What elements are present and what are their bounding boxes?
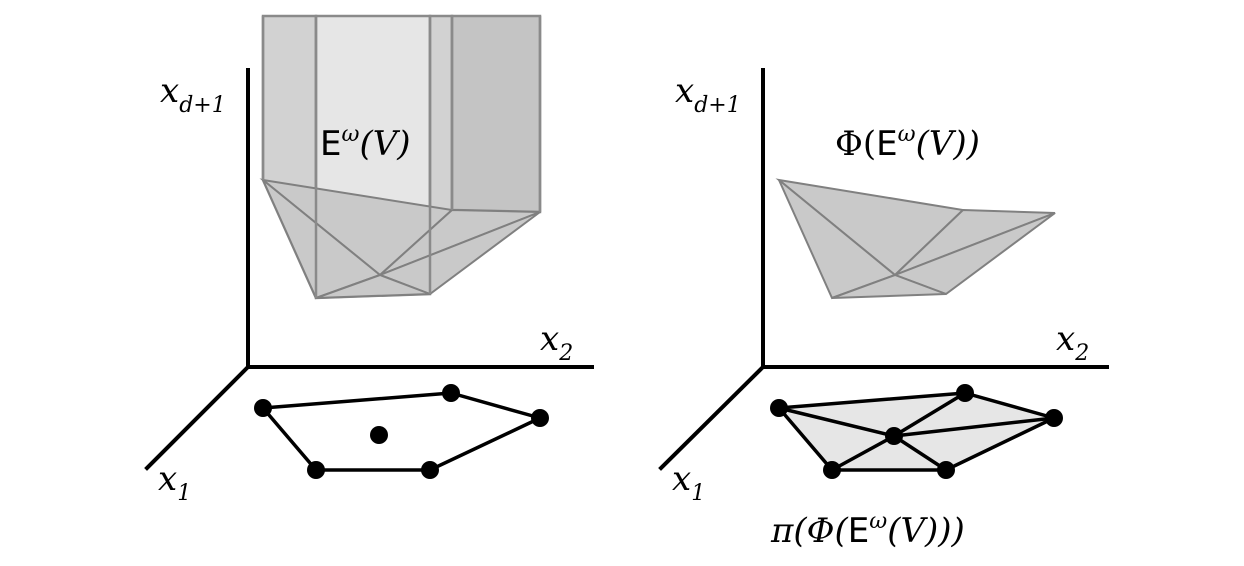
prism-face-right (450, 14, 542, 214)
label-xd1: xd+1 (160, 71, 226, 118)
label-pi: π(Φ(Eω(V))) (770, 509, 965, 551)
triangulation-edge (831, 434, 895, 472)
phi-surface (775, 178, 1056, 300)
vertex (1045, 409, 1063, 427)
axis-x1 (658, 364, 766, 471)
triangulation (775, 391, 1059, 472)
label-x2: x2 (540, 319, 573, 366)
vertex (770, 399, 788, 417)
label-x2: x2 (1056, 319, 1089, 366)
point (421, 461, 439, 479)
facet-5 (315, 273, 431, 299)
vertex (885, 427, 903, 445)
triangulation-edge (778, 406, 895, 438)
left-panel: xd+1 x2 x1 Eω(V) (144, 14, 594, 506)
right-panel: xd+1 x2 x1 Φ(Eω(V)) π(Φ(Eω(V))) (658, 68, 1109, 551)
triangulation-edge (893, 416, 1055, 438)
point-set (254, 384, 549, 479)
label-phi: Φ(Eω(V)) (835, 122, 980, 164)
triangulation-vertices (770, 384, 1063, 479)
lifted-polyhedron (259, 14, 542, 300)
label-x1: x1 (158, 459, 191, 506)
point (442, 384, 460, 402)
point (370, 426, 388, 444)
axis-x1 (144, 364, 251, 471)
point (307, 461, 325, 479)
point (254, 399, 272, 417)
label-x1: x1 (672, 459, 705, 506)
triangulation-edge (893, 391, 966, 438)
convex-hull (259, 391, 545, 472)
vertex (937, 461, 955, 479)
facet-5 (831, 273, 947, 299)
vertex (956, 384, 974, 402)
vertex (823, 461, 841, 479)
label-E-omega-V: Eω(V) (320, 122, 411, 164)
triangulation-edge (893, 434, 947, 472)
label-xd1: xd+1 (675, 71, 741, 118)
triangulation-boundary (775, 391, 1059, 472)
point (531, 409, 549, 427)
